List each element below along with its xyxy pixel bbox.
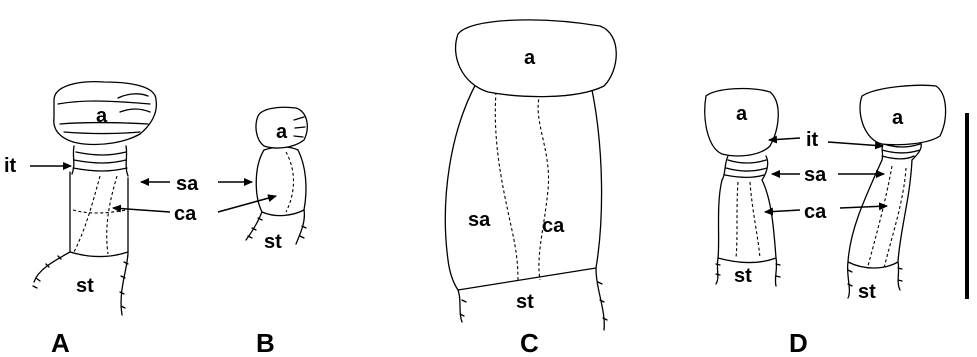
panel-a-intercalary bbox=[71, 145, 129, 177]
label-a-panel-d2: a bbox=[892, 107, 904, 129]
arrow-ca-a bbox=[112, 204, 171, 213]
arrow-ca-d2 bbox=[839, 202, 888, 211]
panel-d-right-intercalary bbox=[881, 139, 922, 161]
arrow-it-d1 bbox=[768, 135, 801, 144]
label-ca-ab: ca bbox=[174, 203, 197, 225]
panel-d-right-anther bbox=[859, 84, 947, 146]
label-ca-panel-c: ca bbox=[542, 215, 565, 237]
panel-a-capsule bbox=[69, 171, 129, 258]
panel-d-left-intercalary bbox=[721, 155, 769, 181]
panel-c-anther bbox=[454, 19, 617, 98]
label-it-panel-d: it bbox=[806, 129, 819, 151]
label-ca-panel-d: ca bbox=[804, 201, 827, 223]
panel-b-stalk bbox=[245, 209, 307, 245]
annotation-arrows bbox=[30, 135, 888, 216]
arrow-ca-b bbox=[217, 194, 277, 213]
panel-b-capsule bbox=[255, 149, 307, 217]
panel-a-drawing bbox=[32, 80, 158, 316]
label-a-panel-d1: a bbox=[736, 103, 748, 125]
panel-a-anther bbox=[53, 80, 158, 146]
label-it-panel-a: it bbox=[4, 155, 17, 177]
panel-letter-c: C bbox=[520, 328, 539, 357]
panel-d-right-drawing bbox=[846, 84, 947, 299]
panel-b-drawing bbox=[245, 106, 308, 245]
arrow-ca-d1 bbox=[764, 207, 801, 216]
label-a-panel-b: a bbox=[276, 121, 288, 143]
label-st-panel-d1: st bbox=[734, 265, 752, 287]
panel-letter-d: D bbox=[789, 328, 808, 357]
panel-letter-b: B bbox=[256, 328, 275, 357]
panel-c-capsule bbox=[444, 79, 603, 291]
label-a-panel-a: a bbox=[96, 105, 108, 127]
label-st-panel-c: st bbox=[516, 291, 534, 313]
label-sa-panel-c: sa bbox=[468, 209, 491, 231]
label-sa-panel-d: sa bbox=[804, 164, 827, 186]
label-a-panel-c: a bbox=[524, 47, 536, 69]
label-st-panel-d2: st bbox=[858, 281, 876, 303]
panel-d-left-stalk bbox=[715, 257, 781, 287]
label-sa-ab: sa bbox=[176, 173, 199, 195]
panel-c-stalk bbox=[457, 267, 608, 331]
label-st-panel-a: st bbox=[76, 275, 94, 297]
panel-d-left-anther bbox=[704, 87, 779, 157]
panel-d-right-capsule bbox=[847, 159, 913, 269]
label-st-panel-b: st bbox=[264, 231, 282, 253]
arrow-it-d2 bbox=[827, 141, 884, 150]
panel-a-stalk bbox=[32, 251, 129, 316]
panel-letter-a: A bbox=[51, 328, 70, 357]
labels: a it st sa ca a st a sa ca st a a it sa … bbox=[4, 47, 904, 313]
panel-b-anther bbox=[255, 106, 308, 149]
panel-letters: A B C D bbox=[51, 328, 808, 357]
panel-d-left-drawing bbox=[704, 87, 781, 287]
panel-d-right-stalk bbox=[846, 261, 903, 299]
panel-c-drawing bbox=[444, 19, 617, 331]
panel-d-left-capsule bbox=[717, 179, 777, 264]
